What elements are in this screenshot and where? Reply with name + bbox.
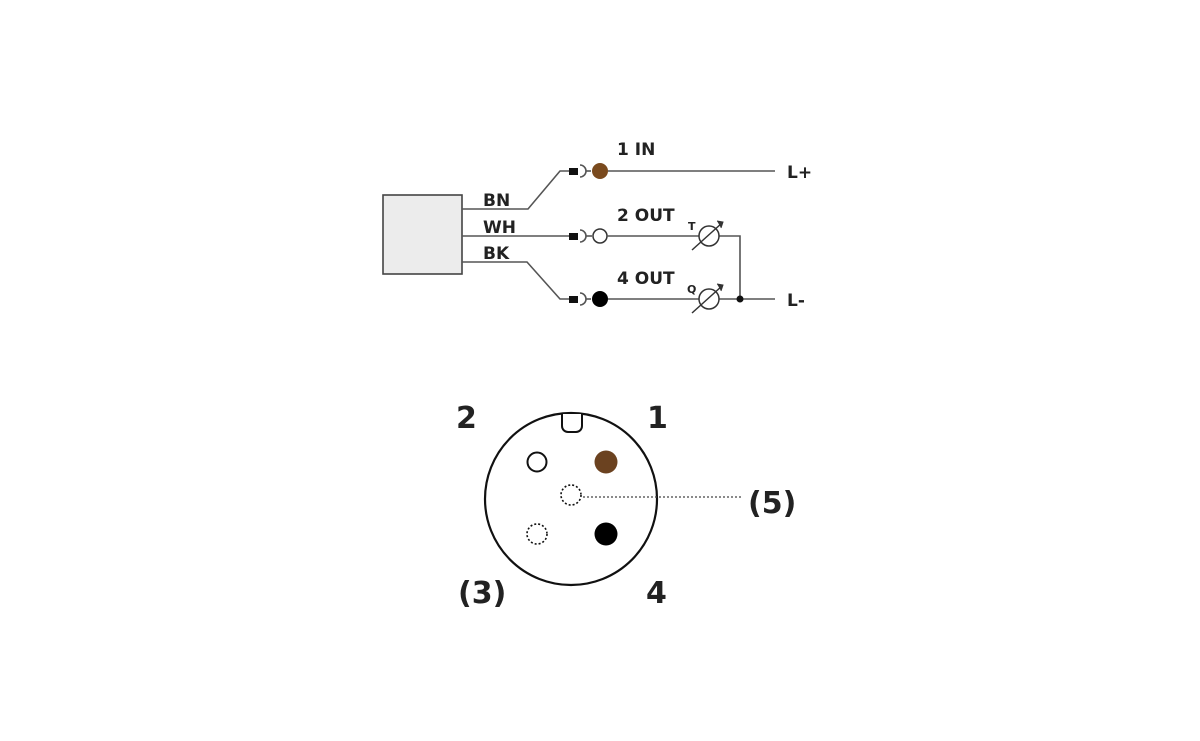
wire-label-bn: BN	[483, 191, 510, 211]
connector-label-5: (5)	[748, 486, 796, 521]
plug-1	[569, 164, 591, 178]
pin-4-subscript: Q	[687, 283, 696, 296]
pin-4-label: 4 OUT	[617, 269, 675, 289]
plug-4	[569, 292, 591, 306]
load-q-icon	[691, 283, 724, 314]
connector-pin-5	[560, 484, 582, 506]
connector-label-4: 4	[646, 576, 667, 611]
wire-label-wh: WH	[483, 218, 516, 238]
junction-dot	[736, 295, 744, 303]
supply-minus-label: L-	[787, 291, 805, 311]
pin-2-label: 2 OUT	[617, 206, 675, 226]
pin-2-subscript: T	[688, 220, 696, 233]
connector-pin-1	[594, 450, 618, 474]
connector-pin-2	[526, 451, 548, 473]
wire-bn	[462, 170, 570, 210]
sensor-box	[382, 194, 463, 275]
wire-bk	[462, 261, 570, 300]
connector-pin-3	[526, 523, 548, 545]
connector-pin-4	[594, 522, 618, 546]
line-out-t	[607, 235, 741, 299]
connector-label-1: 1	[647, 401, 668, 436]
wire-label-bk: BK	[483, 244, 510, 264]
load-t-icon	[691, 220, 724, 251]
connector-face	[483, 411, 743, 587]
pin-2-dot	[592, 228, 608, 244]
connector-label-3: (3)	[458, 576, 506, 611]
pin-1-dot	[592, 163, 608, 179]
connector-label-2: 2	[456, 401, 477, 436]
pin-4-dot	[592, 291, 608, 307]
plug-2	[569, 229, 592, 243]
pin-1-label: 1 IN	[617, 140, 655, 160]
supply-plus-label: L+	[787, 163, 812, 183]
